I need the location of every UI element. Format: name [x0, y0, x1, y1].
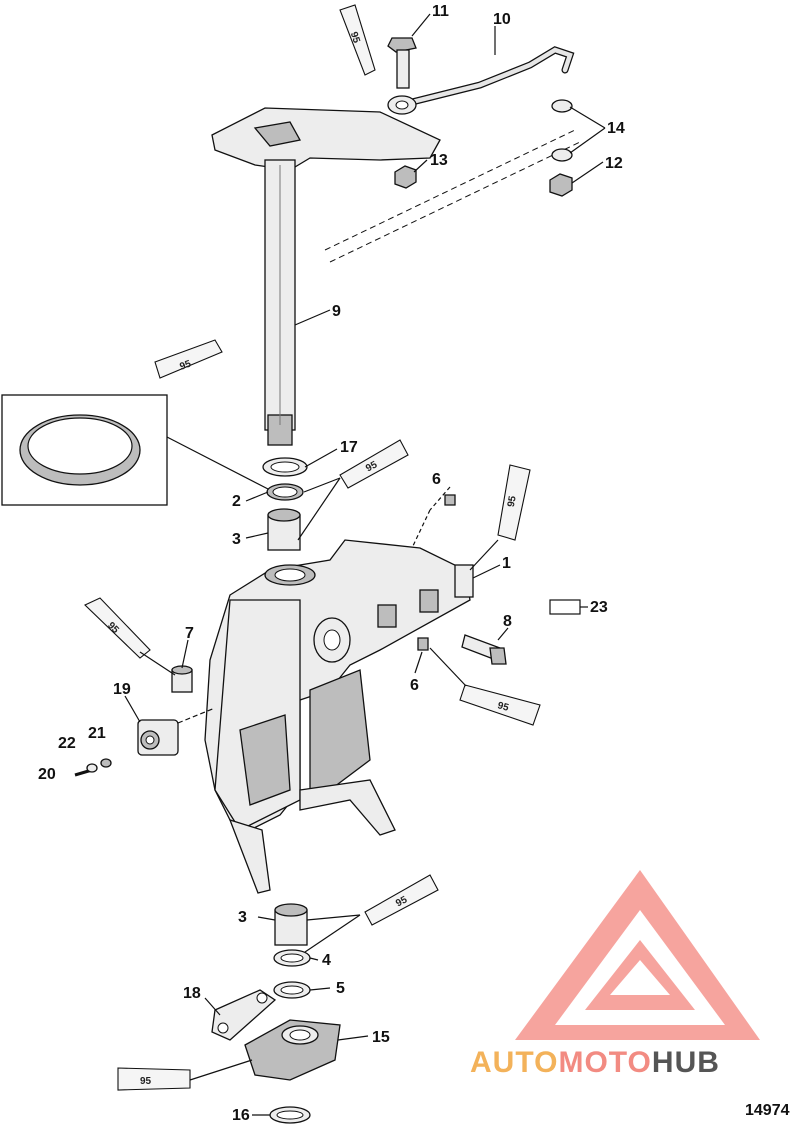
sealant-tube-bushing7: 95 — [84, 597, 151, 659]
steering-arm-assembly — [211, 107, 441, 446]
steering-link-dashed — [324, 129, 581, 263]
callout-5: 5 — [336, 980, 345, 997]
sealant-tube-right: 95 — [497, 464, 531, 541]
bolt-11 — [387, 37, 417, 89]
callout-22: 22 — [58, 735, 76, 752]
svg-text:95: 95 — [506, 495, 519, 508]
screw-6-side — [417, 637, 429, 651]
decal-23 — [549, 599, 581, 615]
sealant-tube-bottom: 95 — [117, 1067, 191, 1091]
callout-6-side: 6 — [410, 677, 419, 694]
callout-2: 2 — [232, 493, 241, 510]
watermark-part-moto: MOTO — [558, 1046, 651, 1079]
callout-10: 10 — [493, 11, 511, 28]
nut-13 — [394, 165, 417, 189]
callout-9: 9 — [332, 303, 341, 320]
watermark-logo — [515, 870, 760, 1040]
washer-21 — [100, 758, 112, 768]
washer-14b — [551, 148, 573, 162]
callout-19: 19 — [113, 681, 131, 698]
watermark-part-hub: HUB — [652, 1046, 720, 1079]
sealant-tube-bushing-bottom: 95 — [364, 874, 439, 926]
watermark-text: AUTOMOTOHUB — [470, 1046, 720, 1079]
callout-7: 7 — [185, 625, 194, 642]
inset-detail-ring — [1, 394, 271, 506]
svg-text:95: 95 — [140, 1076, 152, 1087]
callout-12: 12 — [605, 155, 623, 172]
callout-6-top: 6 — [432, 471, 441, 488]
bushing-7 — [171, 665, 193, 693]
sealant-tube-top: 95 — [339, 4, 376, 76]
bushing-3-top — [267, 508, 301, 551]
svg-text:95: 95 — [348, 31, 362, 45]
svg-text:95: 95 — [364, 459, 379, 474]
sealant-tube-left-tube9: 95 — [154, 339, 223, 379]
callout-11: 11 — [432, 3, 449, 20]
svg-text:95: 95 — [496, 700, 510, 714]
svg-text:95: 95 — [394, 894, 409, 909]
callout-4: 4 — [322, 952, 331, 969]
svg-text:95: 95 — [178, 358, 193, 372]
callout-13: 13 — [430, 152, 448, 169]
callout-8: 8 — [503, 613, 512, 630]
washer-22 — [86, 763, 98, 773]
clamp-15 — [244, 1019, 341, 1081]
callout-3-top: 3 — [232, 531, 241, 548]
screw-6-top — [444, 494, 456, 506]
callout-20: 20 — [38, 766, 56, 783]
callout-21: 21 — [88, 725, 106, 742]
leader-lines — [124, 13, 606, 1116]
watermark-part-auto: AUTO — [470, 1046, 558, 1079]
sealant-tube-bolt8: 95 — [459, 684, 541, 726]
callout-14: 14 — [607, 120, 625, 137]
callout-3-bottom: 3 — [238, 909, 247, 926]
nut-12 — [549, 173, 573, 197]
bolt-8 — [461, 634, 507, 665]
callout-18: 18 — [183, 985, 201, 1002]
bushing-3-bottom — [274, 903, 308, 946]
sealant-tube-bushing-top: 95 — [339, 439, 409, 489]
callout-15: 15 — [372, 1029, 390, 1046]
callout-1: 1 — [502, 555, 511, 572]
clamp-18 — [211, 989, 277, 1041]
sensor-19 — [137, 719, 179, 756]
washer-14a — [551, 99, 573, 113]
callout-16: 16 — [232, 1107, 250, 1124]
callout-labels: 11 10 14 12 13 9 17 2 3 6 1 23 7 8 6 19 … — [38, 3, 625, 1124]
callout-17: 17 — [340, 439, 358, 456]
figure-number: 14974 — [745, 1102, 790, 1119]
callout-23: 23 — [590, 599, 608, 616]
swivel-bracket — [204, 539, 474, 894]
link-rod — [387, 46, 575, 115]
